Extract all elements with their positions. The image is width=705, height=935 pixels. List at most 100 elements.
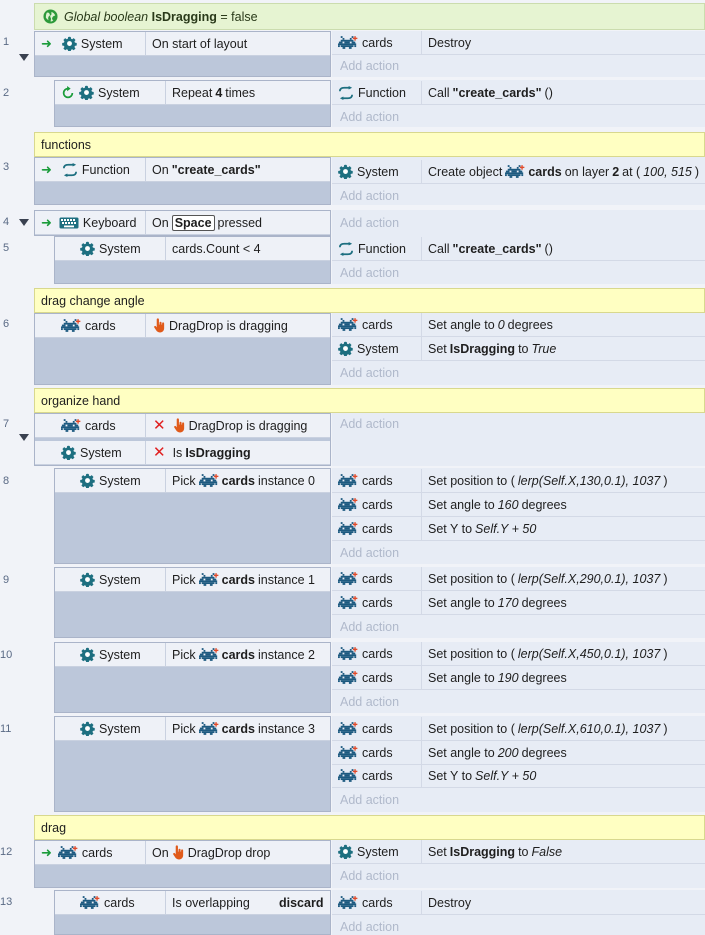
action-text: Set Y to bbox=[428, 768, 473, 783]
add-action-link[interactable]: Add action bbox=[340, 920, 400, 934]
globe-icon bbox=[43, 9, 58, 24]
action-row[interactable]: Function Call"create_cards"() bbox=[332, 237, 705, 261]
sprite-icon bbox=[58, 846, 78, 859]
condition-text-suffix: instance 1 bbox=[257, 572, 315, 587]
action-text: Call bbox=[428, 85, 450, 100]
collapse-arrow-icon[interactable] bbox=[19, 219, 29, 226]
object-name: cards bbox=[221, 721, 255, 736]
collapse-arrow-icon[interactable] bbox=[19, 54, 29, 61]
action-object: cards bbox=[362, 473, 393, 488]
event-13-condition[interactable]: cards Is overlapping discard bbox=[55, 891, 330, 915]
event-7-condition-1[interactable]: cards ✕DragDrop is dragging bbox=[35, 414, 330, 438]
group-drag-change-angle[interactable]: drag change angle bbox=[34, 288, 705, 313]
line-number: 7 bbox=[3, 418, 10, 430]
global-variable-row[interactable]: Global boolean IsDragging = false bbox=[34, 3, 705, 30]
add-action-link[interactable]: Add action bbox=[340, 869, 400, 883]
line-number: 9 bbox=[3, 574, 10, 586]
action-object: cards bbox=[362, 721, 393, 736]
action-object: cards bbox=[362, 595, 393, 610]
event-6-condition[interactable]: cards DragDrop is dragging bbox=[35, 314, 330, 338]
global-var-prefix: Global boolean bbox=[64, 9, 149, 24]
variable-name: IsDragging bbox=[449, 844, 516, 859]
add-action-link[interactable]: Add action bbox=[340, 620, 400, 634]
action-text-suffix: degrees bbox=[521, 670, 567, 685]
condition-object: cards bbox=[85, 318, 116, 333]
condition-text: On bbox=[152, 215, 169, 230]
condition-object: System bbox=[99, 241, 141, 256]
event-5-condition[interactable]: System cards.Count < 4 bbox=[55, 237, 330, 261]
action-text: Set angle to bbox=[428, 745, 495, 760]
add-action-link[interactable]: Add action bbox=[340, 417, 400, 431]
line-number: 1 bbox=[3, 36, 10, 48]
action-text: Set position to ( bbox=[428, 646, 515, 661]
trigger-arrow-icon: ➜ bbox=[41, 161, 52, 177]
action-row[interactable]: Function Call"create_cards"() bbox=[332, 81, 705, 105]
gear-icon bbox=[80, 721, 95, 736]
condition-text: DragDrop is dragging bbox=[169, 318, 288, 333]
event-1-condition[interactable]: ➜ System On start of layout bbox=[35, 32, 330, 56]
action-object: cards bbox=[362, 895, 393, 910]
action-text-at: at ( bbox=[622, 164, 641, 179]
add-action-link[interactable]: Add action bbox=[340, 59, 400, 73]
add-action-link[interactable]: Add action bbox=[340, 216, 400, 230]
invert-x-icon: ✕ bbox=[153, 417, 166, 434]
add-action-link[interactable]: Add action bbox=[340, 366, 400, 380]
paren: ) bbox=[694, 164, 700, 179]
line-number: 2 bbox=[3, 87, 10, 99]
group-drag[interactable]: drag bbox=[34, 815, 705, 840]
action-object: System bbox=[357, 164, 399, 179]
sprite-icon bbox=[61, 419, 81, 432]
angle-value: 200 bbox=[497, 745, 519, 760]
action-text-suffix: degrees bbox=[521, 595, 567, 610]
event-13-actions: cards Destroy Add action bbox=[332, 890, 705, 935]
add-action-link[interactable]: Add action bbox=[340, 793, 400, 807]
condition-object: cards bbox=[104, 895, 135, 910]
add-action-link[interactable]: Add action bbox=[340, 189, 400, 203]
action-text: Create object bbox=[428, 164, 503, 179]
gear-icon bbox=[338, 164, 353, 179]
group-functions[interactable]: functions bbox=[34, 132, 705, 157]
global-var-name: IsDragging bbox=[151, 9, 217, 24]
action-row[interactable]: cards Set position to (lerp(Self.X,610,0… bbox=[332, 717, 705, 741]
action-row[interactable]: cards Destroy bbox=[332, 891, 705, 915]
sprite-icon bbox=[199, 722, 219, 735]
action-text: Set Y to bbox=[428, 521, 473, 536]
action-row[interactable]: cards Set position to (lerp(Self.X,130,0… bbox=[332, 469, 705, 493]
function-name: "create_cards" bbox=[452, 241, 542, 256]
add-action-link[interactable]: Add action bbox=[340, 695, 400, 709]
action-row[interactable]: cards Set position to (lerp(Self.X,450,0… bbox=[332, 642, 705, 666]
event-3-condition[interactable]: ➜ Function On"create_cards" bbox=[35, 158, 330, 182]
condition-text-suffix: instance 3 bbox=[257, 721, 315, 736]
collapse-arrow-icon[interactable] bbox=[19, 434, 29, 441]
action-text: Destroy bbox=[428, 35, 472, 50]
event-5-actions: Function Call"create_cards"() Add action bbox=[332, 236, 705, 284]
sprite-icon bbox=[338, 318, 358, 331]
add-action-link[interactable]: Add action bbox=[340, 546, 400, 560]
condition-object: Keyboard bbox=[82, 215, 137, 230]
action-row[interactable]: cards Set position to (lerp(Self.X,290,0… bbox=[332, 567, 705, 591]
position-expression: lerp(Self.X,450,0.1), 1037 bbox=[517, 646, 661, 661]
condition-object: System bbox=[99, 572, 141, 587]
group-organize-hand[interactable]: organize hand bbox=[34, 388, 705, 413]
action-row[interactable]: cards Destroy bbox=[332, 31, 705, 55]
add-action-link[interactable]: Add action bbox=[340, 110, 400, 124]
add-action-link[interactable]: Add action bbox=[340, 266, 400, 280]
